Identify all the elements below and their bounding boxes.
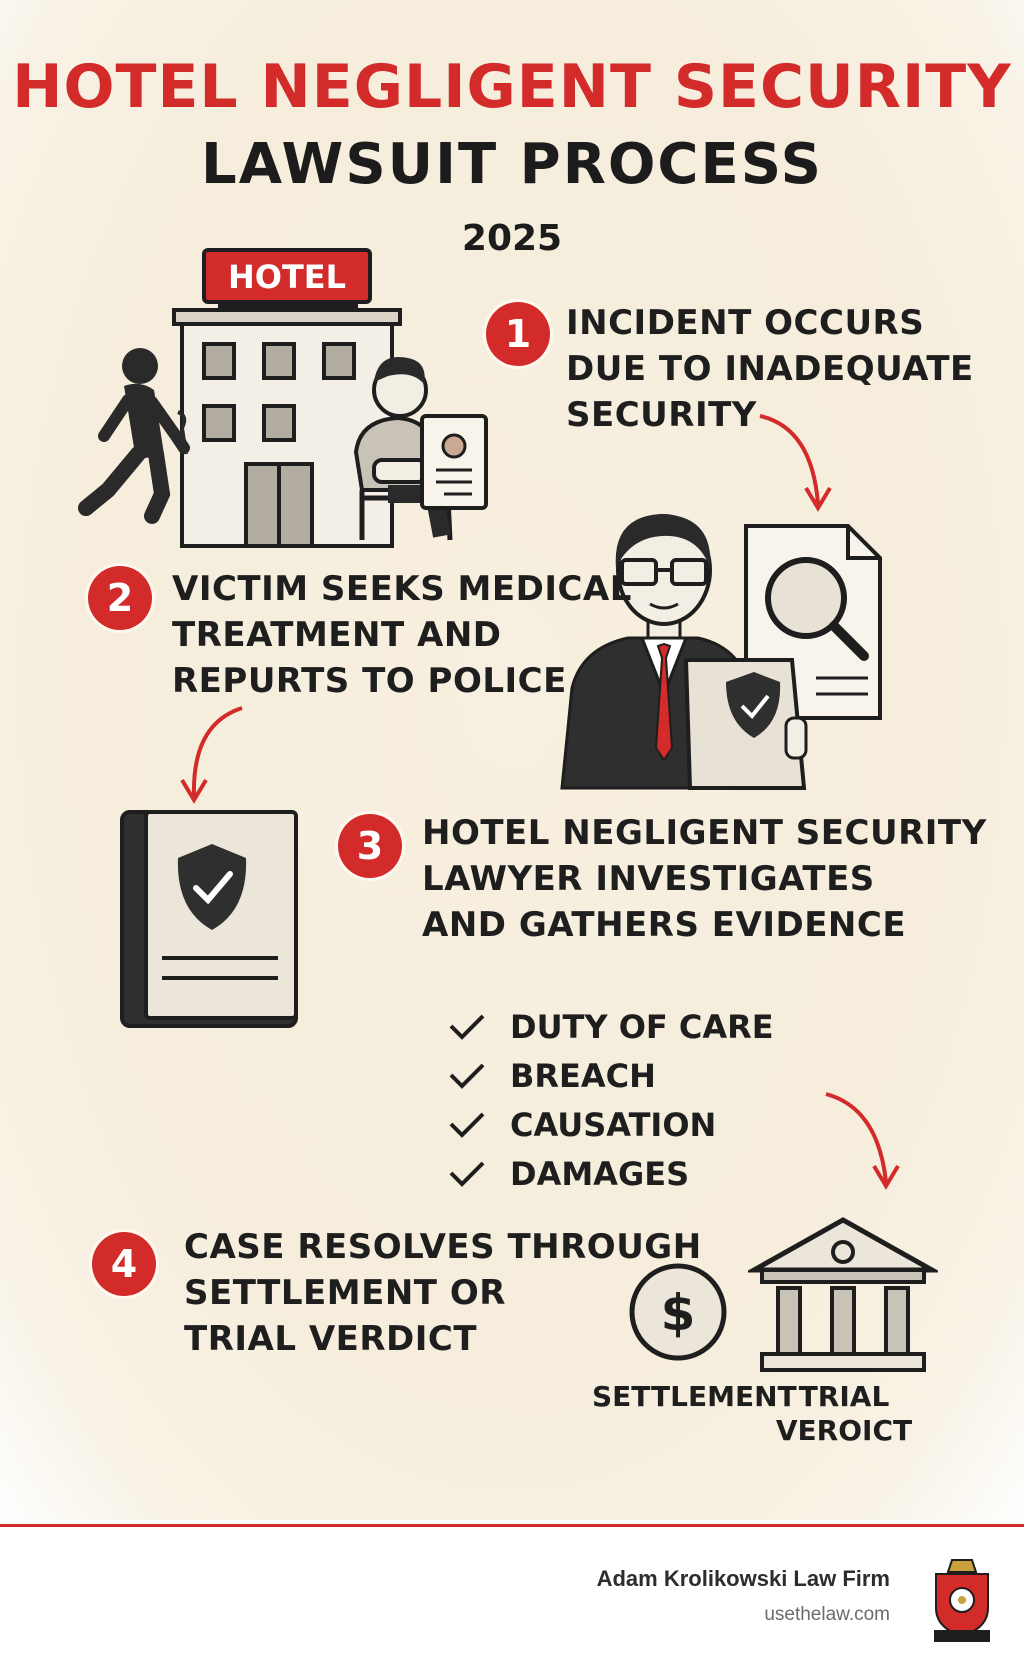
step-4-text: CASE RESOLVES THROUGH SETTLEMENT OR TRIA…: [184, 1227, 702, 1359]
settlement-label: SETTLEMENT: [592, 1380, 797, 1413]
courthouse-icon: [748, 1217, 938, 1372]
burglar-icon: [78, 348, 190, 524]
trial-verdict-label-line2: VEROICT: [775, 1414, 913, 1447]
injured-person-icon: [353, 357, 453, 541]
hotel-sign-text: HOTEL: [228, 258, 346, 296]
firm-name: Adam Krolikowski Law Firm: [596, 1566, 890, 1591]
checklist-item: BREACH: [448, 1051, 774, 1100]
checklist-item-label: DAMAGES: [510, 1154, 690, 1193]
page-subtitle: LAWSUIT PROCESS: [201, 132, 823, 197]
checklist-item-label: CAUSATION: [510, 1105, 717, 1144]
checklist-item: DAMAGES: [448, 1149, 774, 1198]
elements-checklist: DUTY OF CARE BREACH CAUSATION DAMAGES: [448, 1002, 774, 1198]
hotel-scene-illustration: HOTEL: [78, 248, 488, 548]
arrow-step1-icon: [759, 414, 832, 512]
law-firm-crest-icon: [934, 1559, 990, 1642]
svg-text:$: $: [661, 1284, 696, 1342]
checklist-item-label: BREACH: [510, 1056, 656, 1095]
checkmark-icon: [449, 1161, 485, 1187]
step-3-number: 3: [338, 814, 402, 878]
medical-report-icon: [420, 414, 488, 510]
checkmark-icon: [449, 1014, 485, 1040]
checklist-item: DUTY OF CARE: [448, 1002, 774, 1051]
step-4-number: 4: [92, 1232, 156, 1296]
trial-verdict-label-line1: TRIAL: [798, 1380, 890, 1413]
arrow-step2-icon: [180, 706, 243, 804]
step-2-number: 2: [88, 566, 152, 630]
shield-book-icon: [120, 810, 298, 1028]
page-title: HOTEL NEGLIGENT SECURITY: [12, 52, 1012, 122]
lawyer-icon: [560, 514, 808, 790]
footer-divider: [0, 1524, 1024, 1527]
hotel-building-icon: HOTEL: [172, 248, 402, 548]
step-2-text: VICTIM SEEKS MEDICAL TREATMENT AND REPUR…: [172, 569, 632, 701]
dollar-coin-icon: $: [629, 1263, 727, 1361]
step-3-text: HOTEL NEGLIGENT SECURITY LAWYER INVESTIG…: [422, 813, 987, 945]
checkmark-icon: [449, 1112, 485, 1138]
arrow-step3-icon: [825, 1092, 900, 1190]
checklist-item-label: DUTY OF CARE: [510, 1007, 774, 1046]
trial-verdict-label: TRIAL VEROICT: [774, 1380, 914, 1448]
lawyer-illustration: [560, 514, 882, 790]
checkmark-icon: [449, 1063, 485, 1089]
checklist-item: CAUSATION: [448, 1100, 774, 1149]
firm-url: usethelaw.com: [764, 1604, 890, 1625]
step-1-number: 1: [486, 302, 550, 366]
year-label: 2025: [461, 218, 563, 259]
step-1-text: INCIDENT OCCURS DUE TO INADEQUATE SECURI…: [566, 303, 974, 435]
